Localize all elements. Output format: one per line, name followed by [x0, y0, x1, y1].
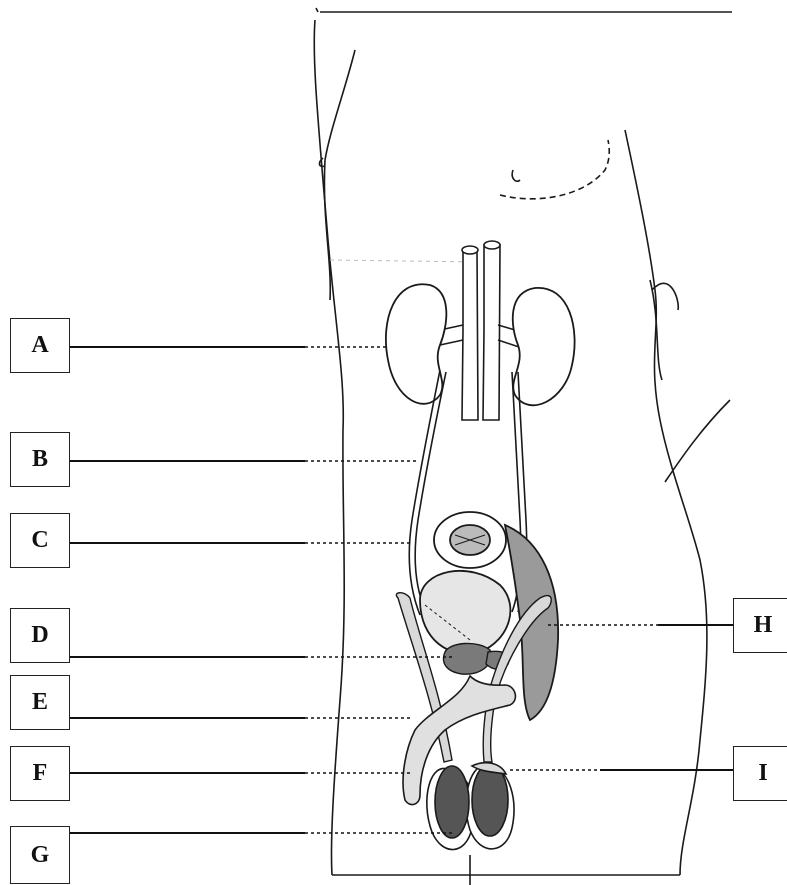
leader-lines	[70, 347, 733, 833]
label-i: I	[733, 746, 787, 801]
label-e: E	[10, 675, 70, 730]
shoulder-line	[316, 8, 732, 12]
label-a: A	[10, 318, 70, 373]
prostate	[444, 643, 492, 674]
label-g: G	[10, 826, 70, 884]
label-f: F	[10, 746, 70, 801]
waist-line	[332, 855, 680, 885]
pelvis-faint-line	[330, 260, 480, 262]
right-arm-contour	[650, 280, 730, 482]
label-b: B	[10, 432, 70, 487]
nipple-mark	[512, 170, 520, 181]
chest-contour-right	[500, 140, 609, 199]
testes	[427, 763, 514, 850]
great-vessels	[440, 241, 522, 420]
label-d: D	[10, 608, 70, 663]
label-h: H	[733, 598, 787, 653]
bladder	[420, 571, 510, 654]
torso-outline	[314, 8, 732, 885]
right-body-contour	[625, 130, 707, 875]
kidney-right	[513, 288, 575, 405]
left-body-contour	[314, 20, 344, 875]
kidneys	[386, 284, 575, 405]
label-c: C	[10, 513, 70, 568]
left-arm-contour	[324, 50, 355, 300]
